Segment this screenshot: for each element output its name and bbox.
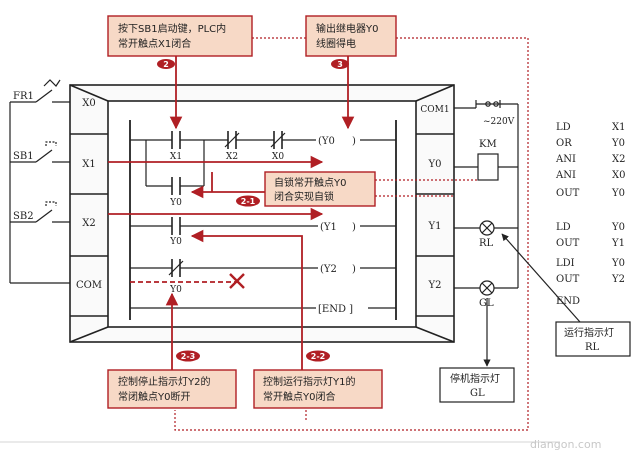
coil-y0-close: ) [352, 136, 356, 147]
svg-text:线圈得电: 线圈得电 [316, 37, 356, 50]
svg-text:闭合实现自锁: 闭合实现自锁 [274, 190, 334, 203]
terminal-x1-label: X1 [82, 159, 95, 170]
instruction-op: LDI [556, 258, 575, 269]
watermark: diangon.com [530, 438, 601, 451]
end-instruction: [END ] [318, 304, 353, 315]
badge-2-2-top: 3 [331, 59, 349, 69]
instruction-op: LD [556, 222, 571, 233]
dashed-connectors [174, 37, 529, 431]
svg-text:GL: GL [470, 388, 485, 399]
instruction-op: ANI [555, 170, 576, 181]
instruction-op: END [556, 296, 580, 307]
svg-text:RL: RL [585, 342, 600, 353]
badge-2-2: 2-2 [306, 350, 330, 362]
input-wiring [9, 79, 70, 284]
instruction-operand: X2 [612, 154, 625, 165]
contact-x1-label: X1 [170, 152, 182, 162]
instruction-operand: Y2 [611, 274, 625, 285]
svg-text:输出继电器Y0: 输出继电器Y0 [316, 22, 378, 35]
callout-stop-lamp-control: 控制停止指示灯Y2的 常闭触点Y0断开 [107, 369, 237, 409]
instruction-operand: Y0 [611, 222, 625, 233]
fr1-label: FR1 [13, 91, 34, 102]
svg-text:常闭触点Y0断开: 常闭触点Y0断开 [118, 390, 190, 403]
rung-3 [130, 259, 396, 289]
instruction-operand: X1 [612, 122, 625, 133]
svg-text:2-1: 2-1 [241, 197, 256, 206]
instruction-operand: X0 [612, 170, 625, 181]
svg-text:2-2: 2-2 [311, 352, 325, 361]
badge-2-3: 2-3 [176, 350, 200, 362]
instruction-operand: Y0 [611, 258, 625, 269]
output-wiring [454, 100, 519, 296]
annotation-arrows [108, 56, 355, 370]
contact-x2-label: X2 [226, 152, 238, 162]
rung-2 [130, 217, 396, 235]
svg-text:停机指示灯: 停机指示灯 [450, 372, 500, 385]
instruction-op: OUT [556, 274, 580, 285]
terminal-y0-label: Y0 [428, 159, 442, 170]
svg-text:3: 3 [337, 60, 343, 69]
svg-text:2-3: 2-3 [181, 352, 195, 361]
coil-y2-close: ) [352, 264, 356, 275]
terminal-x0-label: X0 [82, 98, 95, 109]
callout-output-relay: 输出继电器Y0 线圈得电 [305, 15, 397, 57]
callout-stop-lamp: 停机指示灯 GL [439, 367, 515, 403]
coil-y0: (Y0 [318, 136, 335, 147]
callout-run-lamp: 运行指示灯 RL [555, 321, 631, 357]
plc-frame [69, 84, 455, 343]
instruction-op: OUT [556, 188, 580, 199]
rl-label: RL [479, 238, 494, 249]
terminal-com1-label: COM1 [420, 105, 449, 115]
terminal-com-label: COM [76, 280, 102, 291]
contact-y0-selflock-label: Y0 [169, 198, 182, 208]
km-label: KM [479, 139, 497, 150]
contact-x0-label: X0 [272, 152, 284, 162]
terminal-y1-label: Y1 [428, 221, 442, 232]
instruction-op: LD [556, 122, 571, 133]
instruction-op: OUT [556, 238, 580, 249]
instruction-op: ANI [555, 154, 576, 165]
svg-text:常开触点Y0闭合: 常开触点Y0闭合 [263, 390, 335, 403]
coil-y1-close: ) [352, 222, 356, 233]
svg-text:控制运行指示灯Y1的: 控制运行指示灯Y1的 [263, 375, 355, 388]
badge-2-1-top: 2 [157, 59, 175, 69]
coil-y2: (Y2 [320, 264, 337, 275]
instruction-operand: Y1 [611, 238, 625, 249]
sb2-label: SB2 [13, 211, 34, 222]
rl-pointer [501, 233, 581, 323]
svg-text:控制停止指示灯Y2的: 控制停止指示灯Y2的 [118, 375, 210, 388]
supply-voltage-label: ~220V [483, 117, 515, 127]
coil-y1: (Y1 [320, 222, 337, 233]
svg-text:自锁常开触点Y0: 自锁常开触点Y0 [274, 176, 346, 189]
svg-text:按下SB1启动键，PLC内: 按下SB1启动键，PLC内 [118, 22, 226, 35]
badge-2-1: 2-1 [236, 195, 260, 207]
terminal-y2-label: Y2 [428, 280, 442, 291]
terminal-x2-label: X2 [82, 218, 95, 229]
callout-run-lamp-control: 控制运行指示灯Y1的 常开触点Y0闭合 [253, 369, 383, 409]
sb1-label: SB1 [13, 151, 34, 162]
svg-text:2: 2 [163, 60, 169, 69]
contact-y0-rung2-label: Y0 [169, 237, 182, 247]
instruction-operand: Y0 [611, 188, 625, 199]
instruction-operand: Y0 [611, 138, 625, 149]
callout-self-lock: 自锁常开触点Y0 闭合实现自锁 [264, 171, 376, 207]
svg-text:常开触点X1闭合: 常开触点X1闭合 [118, 37, 191, 50]
instruction-op: OR [556, 138, 572, 149]
svg-text:运行指示灯: 运行指示灯 [564, 326, 614, 339]
callout-start-button: 按下SB1启动键，PLC内 常开触点X1闭合 [107, 15, 253, 57]
contact-y0-rung3-label: Y0 [169, 285, 182, 295]
ladder-rails [129, 120, 397, 320]
